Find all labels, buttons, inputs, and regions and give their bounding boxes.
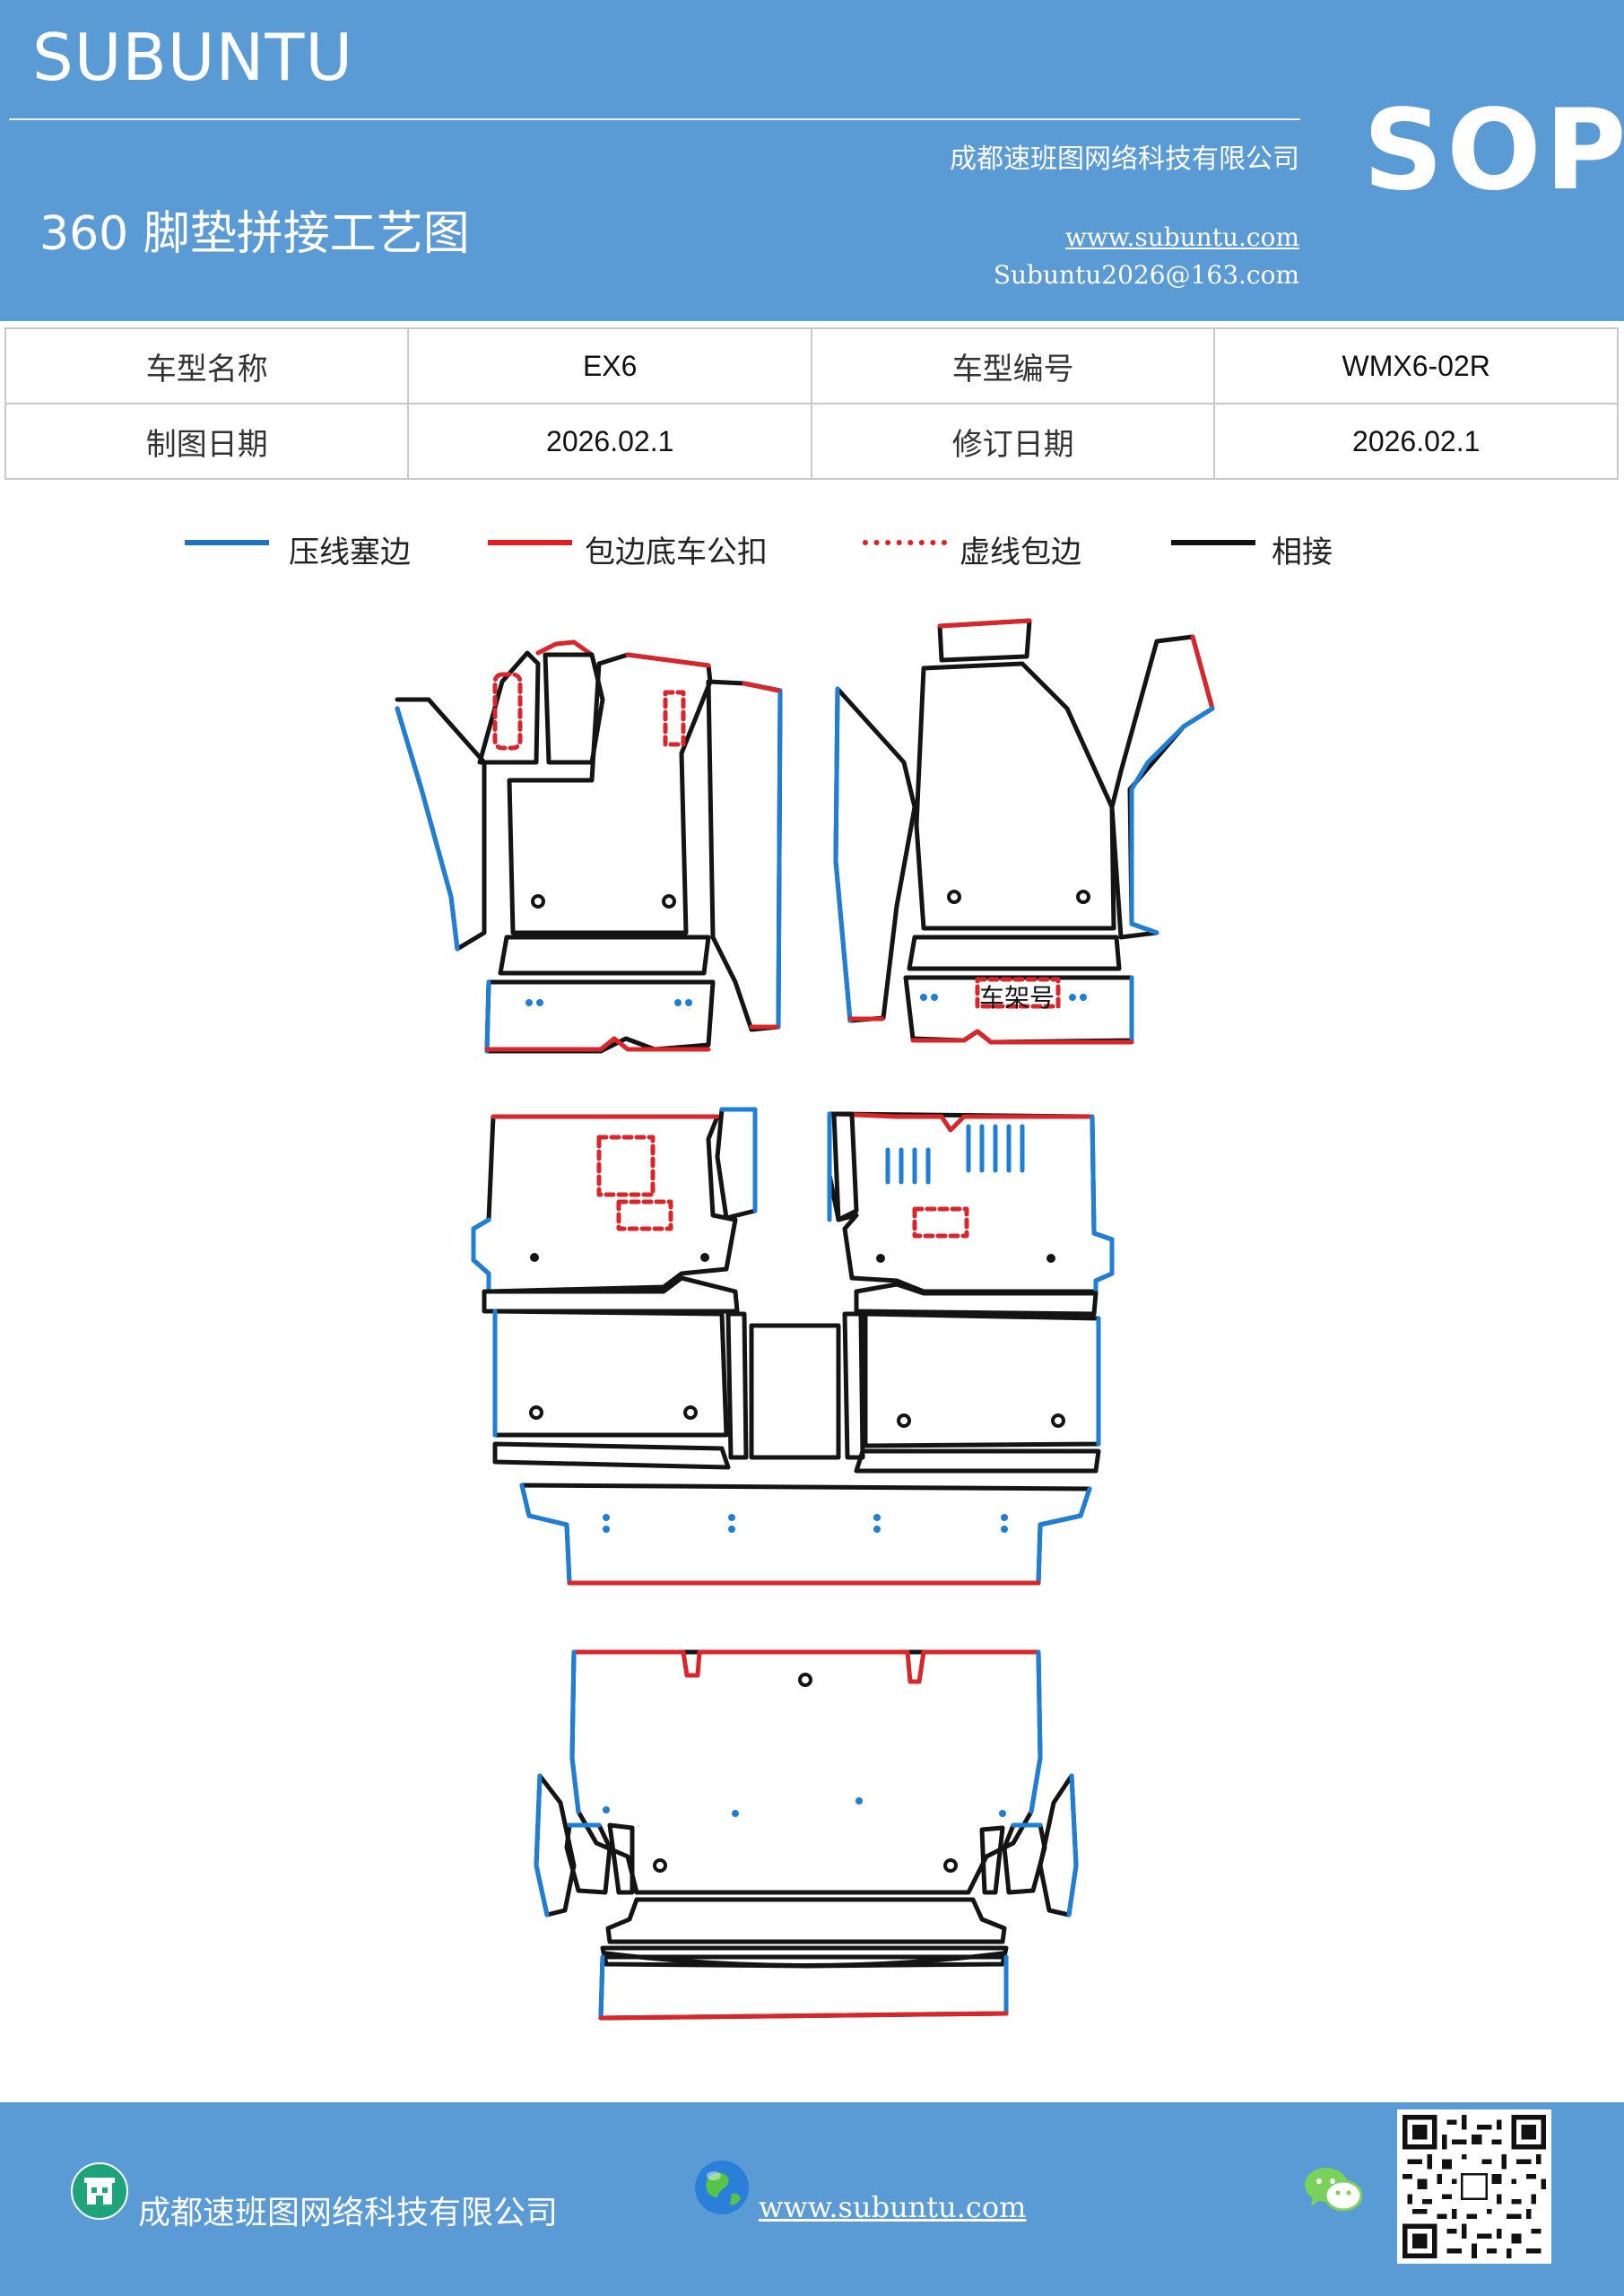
table-cell: 制图日期 bbox=[4, 403, 410, 480]
legend-label: 虚线包边 bbox=[960, 535, 1081, 570]
header-banner bbox=[0, 0, 1624, 321]
footer-company-name: 成都速班图网络科技有限公司 bbox=[138, 2195, 559, 2231]
floor-mat-diagram: 车架号 bbox=[395, 618, 1215, 2021]
table-cell: EX6 bbox=[407, 327, 812, 404]
second-row-mats bbox=[471, 1107, 1115, 1586]
vehicle-info-table: 车型名称 EX6 车型编号 WMX6-02R 制图日期 2026.02.1 修订… bbox=[4, 327, 1619, 480]
legend-red-solid-swatch bbox=[488, 540, 572, 545]
header-company-name: 成都速班图网络科技有限公司 bbox=[950, 144, 1299, 175]
header-website-link[interactable]: www.subuntu.com bbox=[1064, 222, 1299, 252]
brand-logo-text: SUBUNTU bbox=[32, 20, 354, 95]
table-cell: 2026.02.1 bbox=[407, 403, 812, 480]
table-cell: 2026.02.1 bbox=[1213, 403, 1619, 480]
legend-label: 压线塞边 bbox=[289, 535, 411, 570]
qr-code bbox=[1397, 2109, 1551, 2264]
table-cell: 车型编号 bbox=[810, 327, 1216, 404]
header-email: Subuntu2026@163.com bbox=[993, 260, 1299, 290]
sop-badge: SOP bbox=[1363, 86, 1624, 215]
legend-label: 包边底车公扣 bbox=[585, 535, 768, 570]
wechat-icon bbox=[1305, 2168, 1363, 2212]
legend-blue-solid-swatch bbox=[185, 540, 269, 545]
qr-code-pattern bbox=[1403, 2115, 1546, 2258]
front-right-mat bbox=[833, 618, 1215, 1045]
line-legend: 压线塞边 包边底车公扣 虚线包边 相接 bbox=[0, 520, 1624, 574]
table-row: 制图日期 2026.02.1 修订日期 2026.02.1 bbox=[4, 403, 1619, 480]
globe-icon bbox=[695, 2161, 749, 2214]
legend-black-solid-swatch bbox=[1171, 540, 1255, 545]
document-title: 360 脚垫拼接工艺图 bbox=[39, 207, 470, 261]
front-left-mat bbox=[395, 639, 783, 1054]
footer-website-link[interactable]: www.subuntu.com bbox=[759, 2190, 1027, 2224]
table-cell: WMX6-02R bbox=[1213, 327, 1619, 404]
table-cell: 修订日期 bbox=[810, 403, 1216, 480]
header-divider bbox=[9, 118, 1300, 120]
vin-label: 车架号 bbox=[979, 983, 1055, 1013]
trunk-mats bbox=[534, 1649, 1079, 2021]
table-row: 车型名称 EX6 车型编号 WMX6-02R bbox=[4, 327, 1619, 404]
legend-red-dotted-swatch bbox=[863, 540, 947, 545]
building-icon bbox=[71, 2162, 128, 2220]
table-cell: 车型名称 bbox=[4, 327, 410, 404]
legend-label: 相接 bbox=[1272, 535, 1333, 570]
